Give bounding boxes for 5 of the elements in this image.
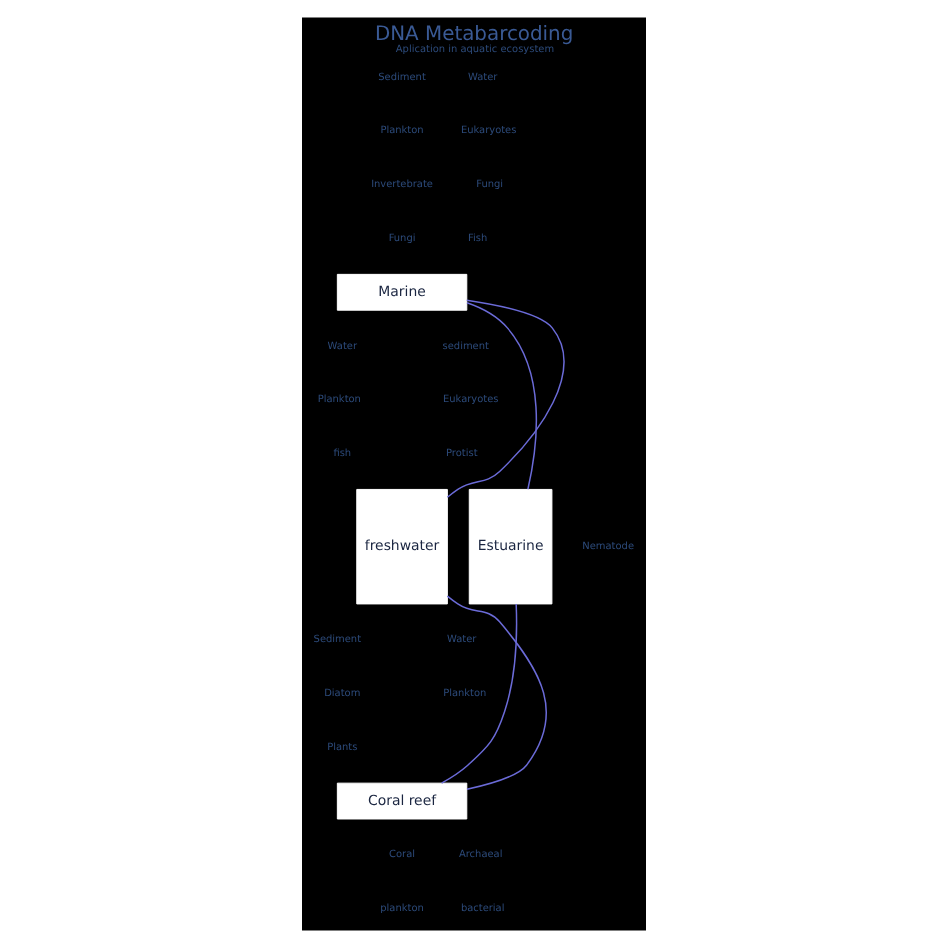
connector	[446, 299, 565, 498]
connector	[440, 603, 518, 784]
diagram-title: DNA Metabarcoding	[374, 24, 574, 47]
connector	[446, 595, 548, 791]
connector	[466, 302, 538, 490]
